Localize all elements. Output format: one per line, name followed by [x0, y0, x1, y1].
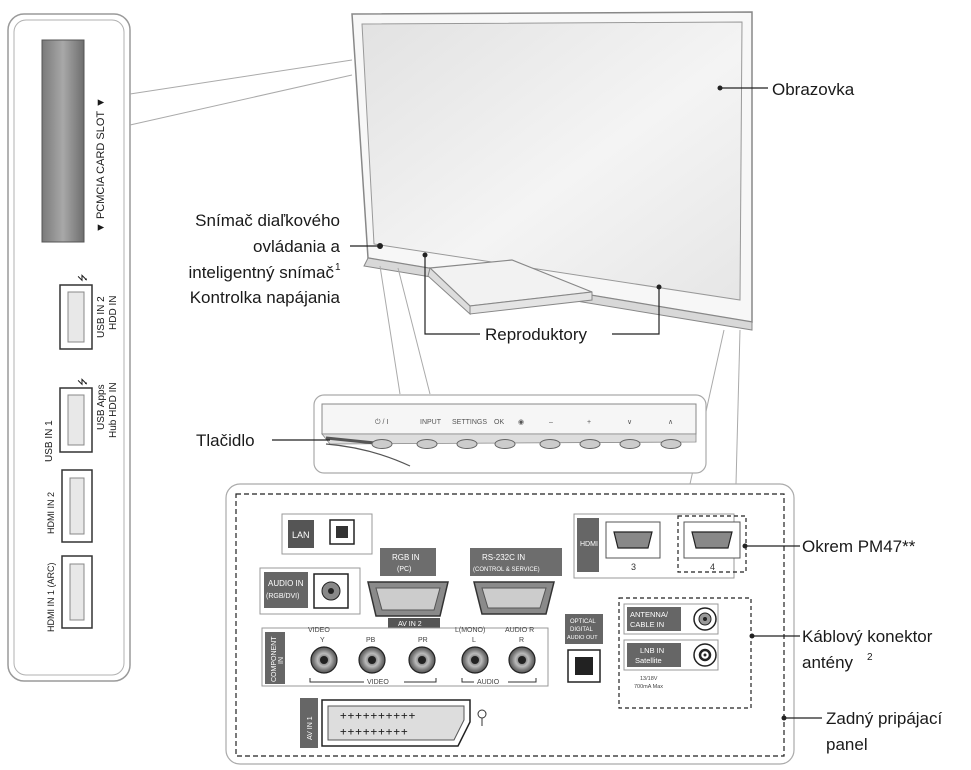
jack-r-label: R [519, 637, 524, 644]
audio-in-port[interactable] [313, 573, 349, 609]
jack-y-label: Y [320, 637, 325, 644]
hdmi-in-label: HDMI IN [580, 541, 607, 548]
lnb-current-label: 700mA Max [634, 684, 663, 690]
optical-label-3: AUDIO OUT [567, 635, 598, 641]
video-top-label: VIDEO [308, 627, 330, 634]
side-panel: ▼ PCMCIA CARD SLOT ▼ ⭍ USB IN 2 HDD IN ⭍… [7, 13, 353, 682]
rear-panel: LAN AUDIO IN (RGB/DVI) RGB IN (PC) RS-23… [225, 483, 795, 765]
hdmi-in-2-label: HDMI IN 2 [46, 492, 56, 534]
input-button[interactable] [416, 439, 438, 449]
tv-screen [361, 21, 743, 301]
btn-label-up: ∧ [668, 419, 673, 426]
antenna-label-2: CABLE IN [630, 620, 664, 629]
button-callout: Tlačidlo [196, 431, 255, 450]
jack-pb-label: PB [366, 637, 376, 644]
scart-label: AV IN 1 [307, 716, 314, 740]
btn-label-plus: + [587, 419, 591, 426]
side-panel-leader-bottom [129, 74, 353, 126]
hdd-in-label: HDD IN [108, 296, 119, 330]
remote-sensor-callout-3: inteligentný snímač [188, 263, 334, 282]
antenna-footnote: 2 [867, 652, 873, 663]
usb-apps-label: USB Apps [96, 384, 107, 430]
channel-up-button[interactable] [660, 439, 682, 449]
audio-r-label: AUDIO R [505, 627, 534, 634]
remote-sensor-footnote: 1 [335, 262, 341, 273]
usb-in-2-label: USB IN 2 [96, 296, 107, 338]
remote-sensor-dot [377, 243, 383, 249]
right-callout-leaders [742, 543, 822, 721]
usb-port-1-inner [67, 394, 85, 446]
usb-port-2-inner [67, 291, 85, 343]
tv-front [350, 11, 768, 485]
except-model-box [677, 515, 747, 573]
lnb-label-2: Satellite [635, 656, 662, 665]
btn-label-minus: – [549, 419, 553, 426]
speakers-callout: Reproduktory [485, 325, 588, 344]
hub-hdd-in-label: Hub HDD IN [108, 382, 119, 438]
audio-in-sublabel: (RGB/DVI) [266, 593, 299, 600]
lnb-voltage-label: 13/18V [640, 676, 658, 682]
channel-down-button[interactable] [619, 439, 641, 449]
hdmi-4-label: 4 [710, 562, 715, 572]
optical-label-2: DIGITAL [570, 627, 594, 633]
hdmi-in-1-label: HDMI IN 1 (ARC) [46, 562, 56, 632]
usb-icon-1: ⭍ [77, 378, 89, 386]
btn-label-target: ◉ [518, 419, 524, 426]
remote-sensor-callout-2: ovládania a [253, 237, 341, 256]
btn-label-power: ⏻ / I [375, 418, 388, 426]
antenna-label-1: ANTENNA/ [630, 610, 669, 619]
component-in-label: COMPONENT [271, 636, 278, 682]
hdmi-port-3[interactable] [613, 531, 653, 549]
hdmi-port-2-inner [69, 477, 85, 535]
usb-in-1-label: USB IN 1 [44, 420, 55, 462]
btn-label-settings: SETTINGS [452, 419, 487, 426]
antenna-callout-1: Káblový konektor [802, 627, 933, 646]
settings-button[interactable] [456, 439, 478, 449]
volume-down-button[interactable] [539, 439, 561, 449]
rgb-in-sublabel: (PC) [397, 566, 411, 573]
jack-l-label: L [472, 637, 476, 644]
hdmi-port-4[interactable] [691, 531, 733, 549]
audio-in-label: AUDIO IN [268, 579, 304, 588]
volume-up-button[interactable] [579, 439, 601, 449]
btn-label-ok: OK [494, 419, 504, 426]
remote-sensor-callout-1: Snímač diaľkového [195, 211, 340, 230]
rs232-sublabel: (CONTROL & SERVICE) [473, 567, 540, 573]
except-model-callout: Okrem PM47** [802, 537, 916, 556]
lan-label: LAN [292, 530, 310, 540]
optical-label-1: OPTICAL [570, 619, 596, 625]
audio-bottom-label: AUDIO [477, 679, 500, 686]
pcmcia-card-slot[interactable] [41, 39, 85, 243]
svg-text:+++++++++: +++++++++ [340, 725, 409, 738]
component-in-sublabel: IN [278, 657, 285, 664]
side-panel-leader-top [129, 59, 353, 95]
rs232-label: RS-232C IN [482, 553, 525, 562]
pcmcia-label: ▼ PCMCIA CARD SLOT ▼ [95, 97, 107, 233]
rgb-in-label: RGB IN [392, 553, 420, 562]
screen-callout: Obrazovka [772, 80, 855, 99]
rear-panel-callout-1: Zadný pripájací [826, 709, 943, 728]
av-in-2-label: AV IN 2 [398, 621, 422, 628]
usb-icon-2: ⭍ [77, 274, 89, 282]
button-strip: ⏻ / I INPUT SETTINGS OK ◉ – + ∨ ∧ [272, 394, 707, 474]
power-button[interactable] [371, 439, 393, 449]
btn-label-input: INPUT [420, 419, 442, 426]
video-bottom-label: VIDEO [367, 679, 389, 686]
lnb-label-1: LNB IN [640, 646, 664, 655]
hdmi-3-label: 3 [631, 562, 636, 572]
ok-button[interactable] [494, 439, 516, 449]
svg-text:++++++++++: ++++++++++ [340, 709, 416, 722]
jack-pr-label: PR [418, 637, 428, 644]
rear-panel-callout-2: panel [826, 735, 868, 754]
audio-mono-label: L(MONO) [455, 627, 485, 634]
power-led-callout: Kontrolka napájania [190, 288, 341, 307]
btn-label-down: ∨ [627, 419, 632, 426]
hdmi-port-1-inner [69, 563, 85, 621]
antenna-callout-2: antény [802, 653, 854, 672]
